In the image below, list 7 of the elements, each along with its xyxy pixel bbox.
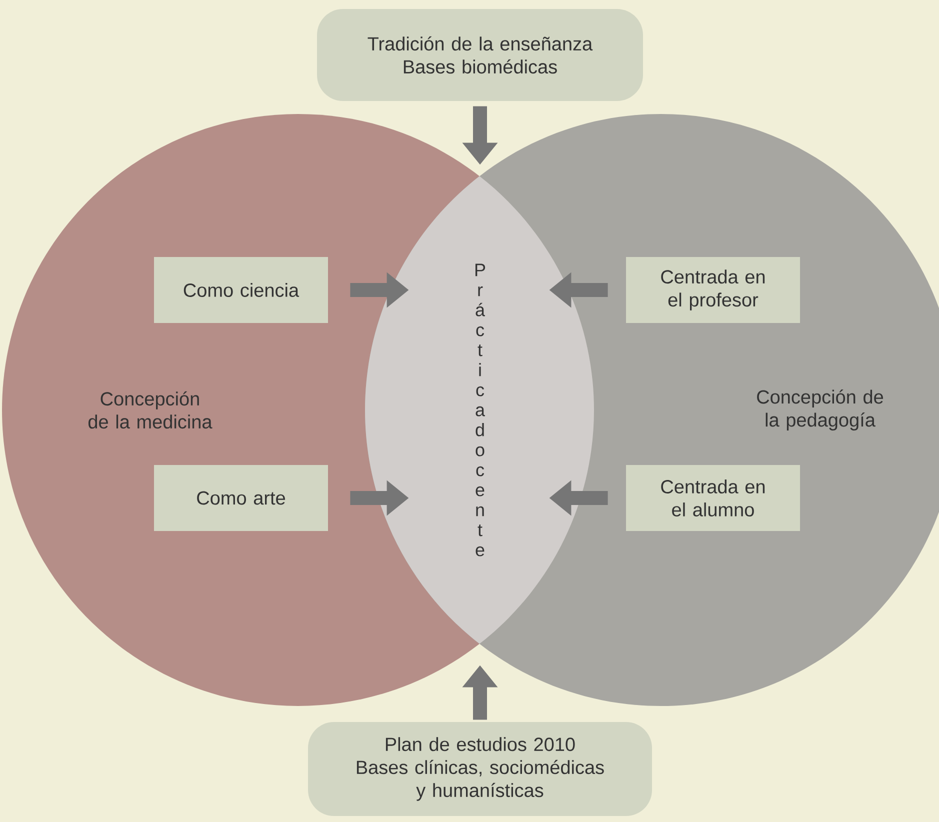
overlap-lens: Práctica docente <box>365 176 594 644</box>
text-box: Centrada en el profesor <box>626 257 800 323</box>
text-box: Centrada en el alumno <box>626 465 800 531</box>
text-box: Como ciencia <box>154 257 328 323</box>
text-box: Como arte <box>154 465 328 531</box>
rounded-box: Tradición de la enseñanza Bases biomédicas <box>317 9 643 101</box>
rounded-box: Plan de estudios 2010 Bases clínicas, sociomédicas y humanísticas <box>308 722 652 816</box>
